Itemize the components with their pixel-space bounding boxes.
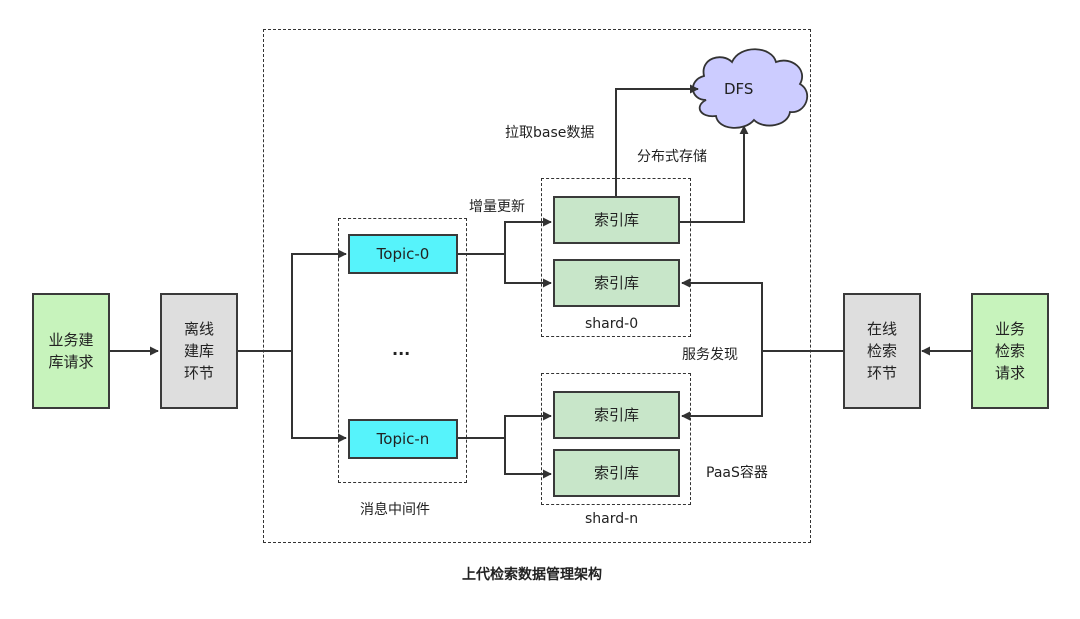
- business-build-request-box: 业务建 库请求: [32, 293, 110, 409]
- index-label: 索引库: [593, 464, 639, 482]
- box-text-line: 请求: [994, 364, 1025, 382]
- dfs-cloud: [692, 48, 809, 129]
- shard-n-label: shard-n: [585, 511, 639, 527]
- arrow-to-topic-0: [291, 249, 347, 351]
- arrow-index-to-dfs: [615, 84, 699, 196]
- box-text-line: 环节: [866, 364, 897, 382]
- arrow-discovery-to-index-2: [681, 278, 763, 351]
- arrow-discovery-to-index-3: [681, 351, 763, 421]
- index-label: 索引库: [593, 274, 639, 292]
- arrow-index-to-storage: [680, 125, 749, 223]
- shard-0-frame: [541, 178, 691, 337]
- index-box-2: 索引库: [553, 259, 680, 307]
- shard-0-label: shard-0: [585, 316, 639, 332]
- box-text-line: 建库: [183, 342, 214, 360]
- arrow-topic-0-to-index-1: [504, 217, 552, 254]
- incremental-update-label: 增量更新: [469, 199, 525, 215]
- arrow-topic-n-to-index-3: [504, 411, 552, 438]
- outer-frame: [263, 29, 811, 543]
- offline-build-stage-box: 离线 建库 环节: [160, 293, 238, 409]
- box-text-line: 库请求: [48, 353, 94, 371]
- topic-ellipsis: ...: [392, 340, 411, 359]
- arrow-topic-n-to-index-4: [504, 438, 552, 479]
- box-text-line: 业务建: [48, 331, 94, 349]
- index-box-4: 索引库: [553, 449, 680, 497]
- dfs-label: DFS: [724, 80, 754, 98]
- topic-n-box: Topic-n: [348, 419, 458, 459]
- middleware-frame: [338, 218, 467, 483]
- middleware-caption: 消息中间件: [360, 502, 430, 518]
- box-text-line: 检索: [994, 342, 1025, 360]
- paas-container-label: PaaS容器: [706, 465, 768, 481]
- box-text-line: 在线: [866, 320, 897, 338]
- service-discovery-label: 服务发现: [682, 347, 738, 363]
- business-search-request-box: 业务 检索 请求: [971, 293, 1049, 409]
- box-text-line: 业务: [994, 320, 1025, 338]
- topic-0-box: Topic-0: [348, 234, 458, 274]
- topic-n-label: Topic-n: [376, 430, 430, 448]
- arrow-topic-0-to-index-2: [504, 254, 552, 288]
- online-search-stage-box: 在线 检索 环节: [843, 293, 921, 409]
- diagram-title: 上代检索数据管理架构: [462, 567, 602, 583]
- distributed-storage-label: 分布式存储: [637, 149, 707, 165]
- index-box-3: 索引库: [553, 391, 680, 439]
- box-text-line: 离线: [183, 320, 214, 338]
- shard-n-frame: [541, 373, 691, 505]
- index-box-1: 索引库: [553, 196, 680, 244]
- arrow-to-topic-n: [291, 351, 347, 443]
- box-text-line: 检索: [866, 342, 897, 360]
- pull-base-label: 拉取base数据: [505, 125, 595, 141]
- index-label: 索引库: [593, 211, 639, 229]
- topic-0-label: Topic-0: [376, 245, 430, 263]
- box-text-line: 环节: [183, 364, 214, 382]
- index-label: 索引库: [593, 406, 639, 424]
